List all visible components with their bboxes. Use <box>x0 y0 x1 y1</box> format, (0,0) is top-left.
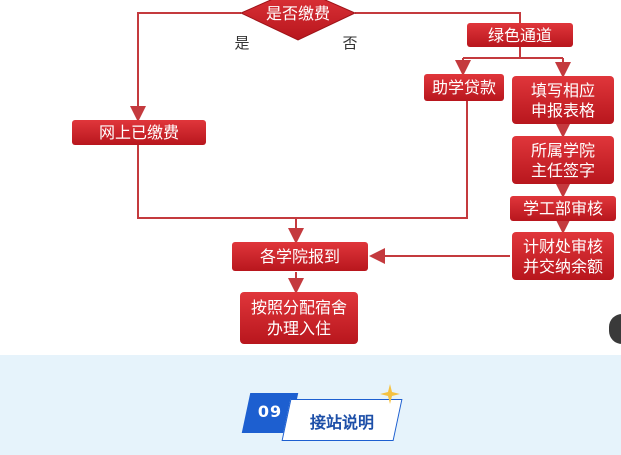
step-student-affairs: 学工部审核 <box>510 196 616 221</box>
section-number: 09 <box>257 402 283 421</box>
svg-text:按照分配宿舍: 按照分配宿舍 <box>251 298 347 317</box>
svg-text:助学贷款: 助学贷款 <box>432 78 496 97</box>
svg-text:计财处审核: 计财处审核 <box>523 237 603 256</box>
connector-yes <box>130 12 241 122</box>
svg-text:学工部审核: 学工部审核 <box>523 199 603 218</box>
step-green-channel: 绿色通道 <box>467 23 573 47</box>
flow-connectors <box>130 12 571 294</box>
step-finance: 计财处审核 并交纳余额 <box>512 232 614 280</box>
step-student-loan: 助学贷款 <box>424 74 504 101</box>
no-label: 否 <box>342 34 357 52</box>
decision-label: 是否缴费 <box>266 4 330 23</box>
connector-no <box>355 12 521 24</box>
svg-text:并交纳余额: 并交纳余额 <box>523 257 603 276</box>
decision-payment: 是否缴费 <box>239 0 357 41</box>
sparkle-icon <box>380 384 400 404</box>
svg-text:主任签字: 主任签字 <box>531 161 595 180</box>
svg-text:填写相应: 填写相应 <box>531 81 595 100</box>
step-college-register: 各学院报到 <box>232 242 368 271</box>
connector-loan-down <box>296 101 468 219</box>
step-director-sign: 所属学院 主任签字 <box>512 136 614 184</box>
step-fill-form: 填写相应 申报表格 <box>512 76 614 124</box>
svg-text:申报表格: 申报表格 <box>531 101 595 120</box>
enrollment-flowchart: 是否缴费 是 否 网上已缴费 绿色通道 助学贷款 填写相应 申报表格 所属学院 … <box>72 0 616 344</box>
svg-text:各学院报到: 各学院报到 <box>260 247 340 266</box>
step-online-paid: 网上已缴费 <box>72 120 206 145</box>
section-title: 接站说明 <box>309 413 374 432</box>
connector-online-down <box>137 145 296 219</box>
svg-text:所属学院: 所属学院 <box>531 141 595 160</box>
floating-action-icon[interactable] <box>609 314 621 344</box>
svg-text:办理入住: 办理入住 <box>267 319 331 338</box>
svg-text:绿色通道: 绿色通道 <box>488 26 552 45</box>
yes-label: 是 <box>234 34 249 52</box>
step-dorm: 按照分配宿舍 办理入住 <box>240 292 358 344</box>
svg-text:网上已缴费: 网上已缴费 <box>99 123 179 142</box>
